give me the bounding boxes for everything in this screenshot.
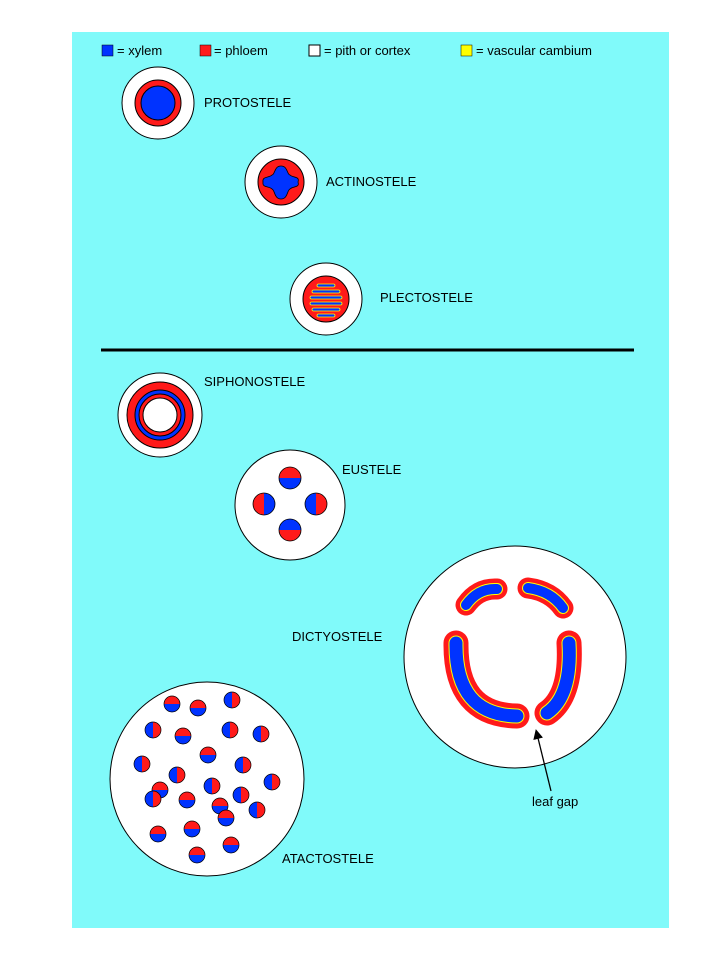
atactostele-bundle	[222, 836, 240, 854]
plectostele-plate	[316, 283, 336, 288]
legend-cambium-label: = vascular cambium	[476, 43, 592, 58]
leaf-gap-label: leaf gap	[532, 794, 578, 809]
plectostele-plate	[309, 295, 343, 300]
atactostele-bundle	[252, 725, 270, 743]
legend-xylem-label: = xylem	[117, 43, 162, 58]
atactostele-bundle	[133, 755, 151, 773]
atactostele-label: ATACTOSTELE	[282, 851, 374, 866]
eustele-cortex	[234, 449, 346, 561]
atactostele-bundle	[189, 699, 207, 717]
atactostele-bundle	[232, 786, 250, 804]
actinostele-label: ACTINOSTELE	[326, 174, 417, 189]
atactostele-bundle	[183, 820, 201, 838]
eustele-bundle	[253, 493, 275, 515]
atactostele: ATACTOSTELE	[109, 681, 374, 877]
atactostele-bundle	[203, 777, 221, 795]
atactostele-bundle	[149, 825, 167, 843]
atactostele-bundle	[248, 801, 266, 819]
plectostele-plate	[309, 301, 343, 306]
plectostele-xylem-plates	[309, 283, 343, 318]
eustele-bundle	[305, 493, 327, 515]
legend-cambium-swatch	[460, 44, 473, 57]
atactostele-bundle	[217, 809, 235, 827]
protostele-xylem	[140, 85, 176, 121]
plectostele: PLECTOSTELE	[289, 262, 473, 336]
protostele-label: PROTOSTELE	[204, 95, 292, 110]
legend-xylem-swatch	[101, 44, 114, 57]
dictyostele-label: DICTYOSTELE	[292, 629, 383, 644]
legend-cambium: = vascular cambium	[460, 43, 592, 58]
siphonostele-pith	[142, 397, 178, 433]
legend-phloem-swatch	[199, 44, 212, 57]
dictyostele-strands	[443, 577, 582, 729]
legend: = xylem = phloem = pith or cortex = vasc…	[101, 43, 592, 58]
atactostele-bundle	[174, 727, 192, 745]
legend-xylem: = xylem	[101, 43, 162, 58]
plectostele-label: PLECTOSTELE	[380, 290, 473, 305]
protostele: PROTOSTELE	[121, 66, 292, 140]
dictyostele: DICTYOSTELE leaf gap	[292, 545, 627, 809]
atactostele-bundle	[178, 791, 196, 809]
dictyostele-cortex	[403, 545, 627, 769]
atactostele-bundle	[199, 746, 217, 764]
legend-phloem-label: = phloem	[214, 43, 268, 58]
atactostele-bundles	[133, 691, 281, 864]
actinostele-xylem	[262, 165, 299, 200]
plectostele-plate	[311, 289, 341, 294]
siphonostele-label: SIPHONOSTELE	[204, 374, 305, 389]
atactostele-bundle	[144, 721, 162, 739]
atactostele-bundle	[168, 766, 186, 784]
siphonostele: SIPHONOSTELE	[117, 372, 305, 458]
actinostele: ACTINOSTELE	[244, 145, 417, 219]
plectostele-plate	[316, 313, 336, 318]
eustele-bundle	[279, 519, 301, 541]
atactostele-bundle	[223, 691, 241, 709]
legend-pith-label: = pith or cortex	[324, 43, 411, 58]
leaf-gap-arrow	[533, 729, 552, 792]
eustele-label: EUSTELE	[342, 462, 402, 477]
atactostele-bundle	[188, 846, 206, 864]
eustele-bundle	[279, 467, 301, 489]
legend-pith: = pith or cortex	[308, 43, 411, 58]
atactostele-bundle	[163, 695, 181, 713]
eustele: EUSTELE	[234, 449, 402, 561]
atactostele-bundle	[144, 790, 162, 808]
legend-phloem: = phloem	[199, 43, 268, 58]
atactostele-bundle	[221, 721, 239, 739]
legend-pith-swatch	[308, 44, 321, 57]
plectostele-plate	[311, 307, 341, 312]
atactostele-bundle	[234, 756, 252, 774]
atactostele-bundle	[263, 773, 281, 791]
